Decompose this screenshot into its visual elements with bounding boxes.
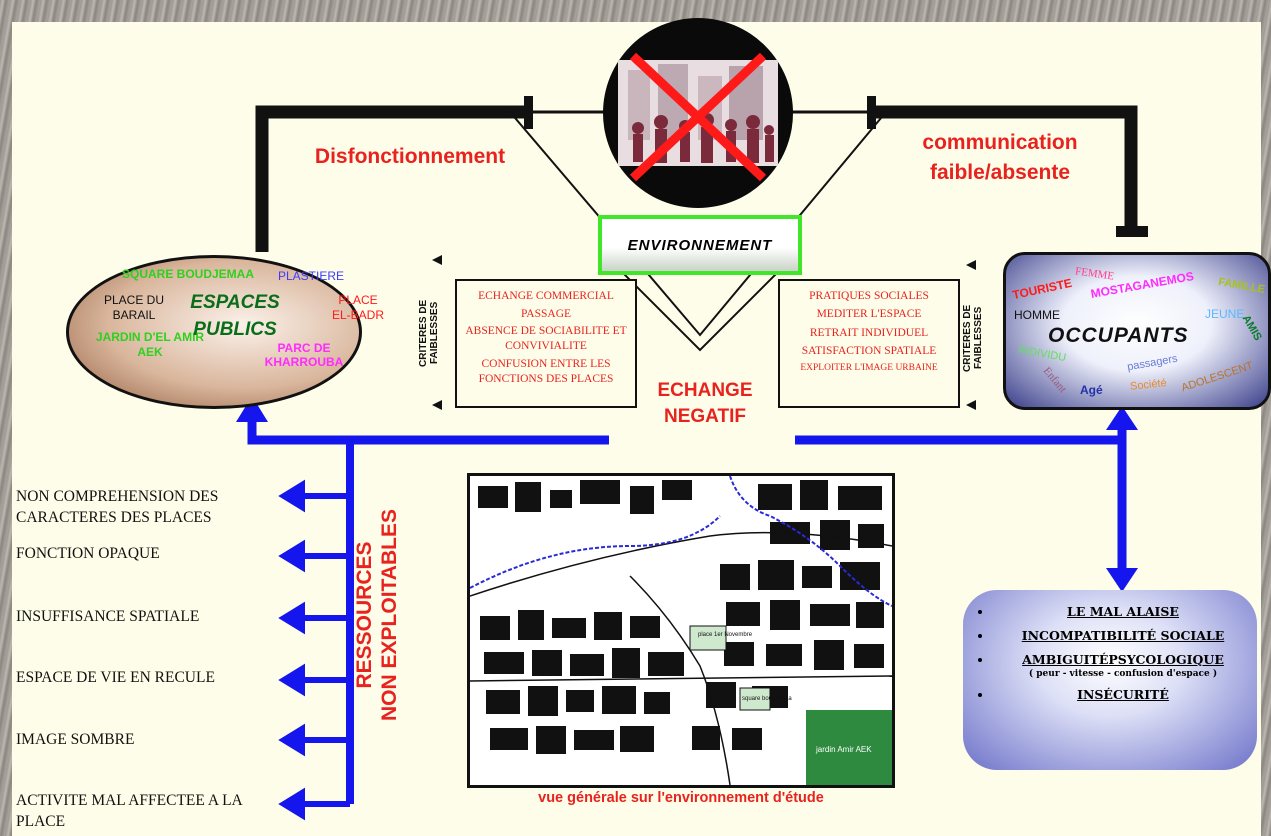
crit-right-4: SATISFACTION SPATIALE: [801, 345, 937, 358]
crit-left-bottom-marker: [432, 400, 442, 410]
crossed-urban-image: [603, 18, 793, 208]
city-map: place 1er Novembre square boudjemaa jard…: [467, 473, 895, 788]
criteres-right-box: PRATIQUES SOCIALES MEDITER L'ESPACE RETR…: [778, 279, 960, 408]
consequence-item-2: INCOMPATIBILITÉ SOCIALE: [993, 628, 1253, 643]
map-caption: vue générale sur l'environnement d'étude: [538, 790, 824, 806]
crit-left-2: PASSAGE: [520, 308, 572, 321]
crowd-illustration: [618, 52, 778, 182]
criteres-left-label: CRITERES DE FAIBLESSES: [418, 299, 440, 367]
crit-right-2: MEDITER L'ESPACE: [816, 308, 922, 321]
espaces-publics-title: ESPACES PUBLICS: [175, 290, 295, 343]
map-drawing: place 1er Novembre square boudjemaa jard…: [470, 476, 892, 785]
place-el-badr: PLACE EL-BADR: [330, 293, 386, 323]
ressource-item-1: NON COMPREHENSION DES CARACTERES DES PLA…: [16, 488, 219, 526]
map-green-place: [689, 625, 727, 651]
map-label-jardin: jardin Amir AEK: [815, 745, 872, 754]
crit-right-bottom-marker: [966, 400, 976, 410]
blue-arrowhead-down-right: [1106, 568, 1138, 592]
crit-right-1: PRATIQUES SOCIALES: [809, 290, 929, 302]
ressources-line1: RESSOURCES: [353, 541, 376, 689]
communication-label: communication faible/absente: [922, 131, 1078, 185]
disfonctionnement-label: Disfonctionnement: [314, 145, 506, 168]
occupants-box: [1003, 252, 1271, 410]
blue-arrowhead-up-right: [1106, 406, 1138, 430]
crit-right-top-marker: [966, 260, 976, 270]
espaces-title-line1: ESPACES: [190, 292, 280, 313]
place-parc-kharrouba: PARC DE KHARROUBA: [254, 341, 354, 370]
consequences-box: LE MAL ALAISE INCOMPATIBILITÉ SOCIALE AM…: [963, 590, 1257, 770]
map-green-jardin: [806, 710, 892, 785]
map-label-place: place 1er Novembre: [698, 632, 753, 638]
map-label-square: square boudjemaa: [742, 696, 792, 702]
environnement-label: ENVIRONNEMENT: [627, 236, 773, 254]
blue-arrowhead-up-left: [236, 396, 268, 422]
place-du-barail: PLACE DU BARAIL: [98, 293, 170, 323]
place-du-barail-label: PLACE DU BARAIL: [103, 293, 165, 322]
consequence-item-3: AMBIGUITÉPSYCOLOGIQUE: [993, 652, 1253, 667]
consequence-sub-note: ( peur - vitesse - confusion d'espace ): [1028, 669, 1218, 679]
left-top-connector: [255, 105, 530, 252]
lower-triangle: [612, 264, 788, 352]
crit-left-3: ABSENCE DE SOCIABILITE ET CONVIVIALITE: [465, 324, 627, 352]
place-square-boudjemaa: SQUARE BOUDJEMAA: [122, 267, 255, 281]
ressources-label: RESSOURCES NON EXPLOITABLES: [352, 470, 422, 760]
ressource-item-2: FONCTION OPAQUE: [16, 545, 160, 562]
echange-negatif-label: ECHANGE NEGATIF: [657, 380, 753, 427]
crit-right-5: EXPLOITER L'IMAGE URBAINE: [800, 362, 938, 373]
environnement-box: ENVIRONNEMENT: [598, 215, 802, 275]
right-top-connector: [872, 105, 1138, 228]
criteres-left-box: ECHANGE COMMERCIAL PASSAGE ABSENCE DE SO…: [455, 279, 637, 408]
ressources-label-text: RESSOURCES NON EXPLOITABLES: [352, 470, 402, 760]
consequences-list: LE MAL ALAISE INCOMPATIBILITÉ SOCIALE AM…: [963, 604, 1253, 711]
occ-age: Agé: [1080, 383, 1103, 397]
criteres-right-label: CRITERES DE FAIBLESSES: [962, 304, 984, 372]
ressource-item-4: ESPACE DE VIE EN RECULE: [16, 669, 215, 686]
place-jardin-amir: JARDIN D'EL AMIR AEK: [95, 330, 205, 360]
crit-right-3: RETRAIT INDIVIDUEL: [809, 326, 929, 339]
map-river-2: [729, 476, 892, 607]
right-stop-bar: [1116, 226, 1148, 237]
place-plastiere: PLASTIERE: [278, 269, 345, 283]
place-jardin-amir-label: JARDIN D'EL AMIR AEK: [95, 330, 205, 359]
ressource-item-6: ACTIVITE MAL AFFECTEE A LA PLACE: [16, 792, 242, 830]
place-el-badr-label: PLACE EL-BADR: [331, 293, 384, 322]
consequence-item-4: INSÉCURITÉ: [993, 687, 1253, 702]
occupants-title: OCCUPANTS: [1048, 324, 1189, 347]
ressources-arrows: [278, 479, 350, 821]
ressource-item-3: INSUFFISANCE SPATIALE: [16, 608, 200, 625]
consequence-item-1: LE MAL ALAISE: [993, 604, 1253, 619]
blue-horizontal-left: [247, 420, 609, 445]
occ-jeune: JEUNE: [1205, 307, 1245, 321]
place-parc-kharrouba-label: PARC DE KHARROUBA: [264, 341, 344, 370]
crit-left-4: CONFUSION ENTRE LES FONCTIONS DES PLACES: [478, 357, 614, 385]
crit-left-1: ECHANGE COMMERCIAL: [478, 290, 614, 302]
espaces-publics-ellipse: [66, 255, 362, 409]
crit-left-top-marker: [432, 255, 442, 265]
map-green-square: [739, 687, 771, 711]
ressources-line2: NON EXPLOITABLES: [378, 509, 402, 721]
occ-homme: HOMME: [1014, 308, 1060, 322]
espaces-title-line2: PUBLICS: [193, 318, 277, 340]
ressource-item-5: IMAGE SOMBRE: [16, 731, 135, 748]
